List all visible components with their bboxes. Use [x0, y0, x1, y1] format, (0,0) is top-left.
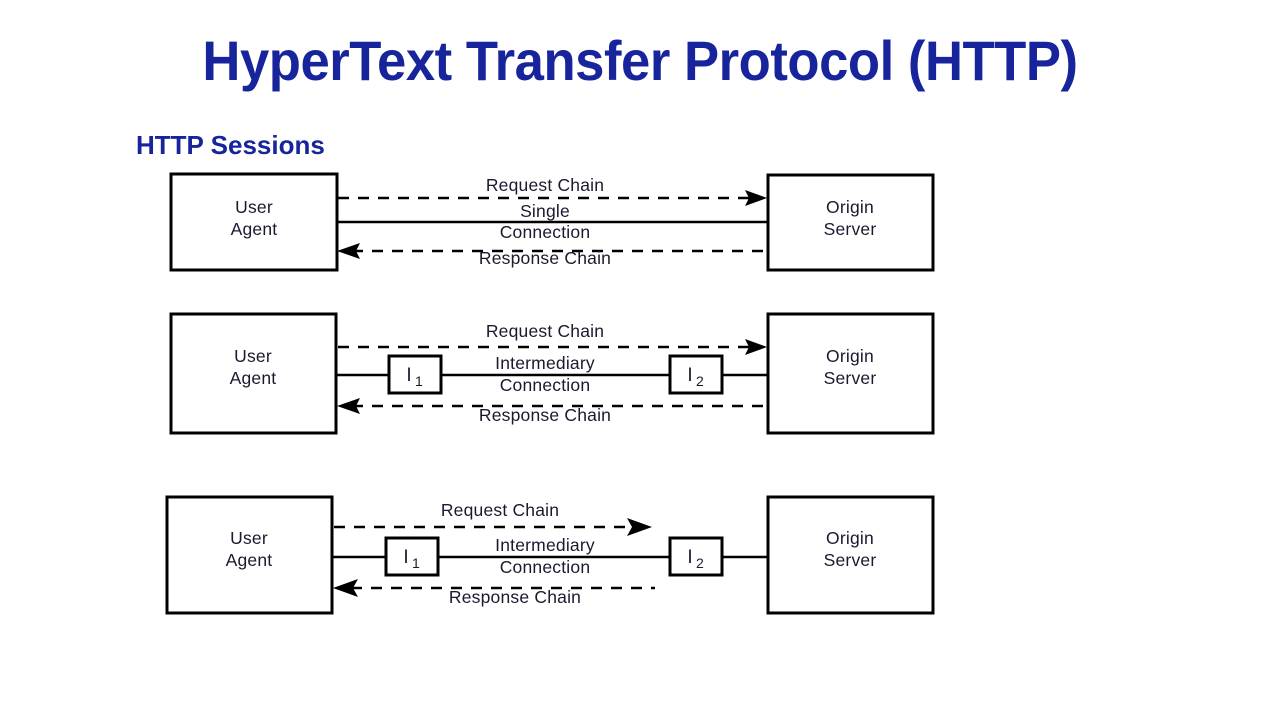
connection-label-line2: Connection [500, 375, 591, 395]
request-chain-label: Request Chain [441, 500, 559, 520]
origin-server-label-line1: Origin [826, 197, 874, 217]
diagram-intermediary-connection-partial: User Agent Origin Server Request Chain I… [155, 485, 945, 625]
intermediary-label-1: I [403, 547, 408, 568]
request-chain-label: Request Chain [486, 321, 604, 341]
intermediary-label-2: I [687, 365, 692, 386]
connection-label-line1: Intermediary [495, 353, 595, 373]
origin-server-label-line1: Origin [826, 346, 874, 366]
response-chain-label: Response Chain [479, 248, 611, 268]
intermediary-box-1 [384, 536, 440, 577]
intermediary-box-2 [668, 536, 724, 577]
user-agent-label-line1: User [235, 197, 273, 217]
response-chain-arrowhead [333, 579, 358, 597]
user-agent-label-line1: User [234, 346, 272, 366]
response-chain-label: Response Chain [479, 405, 611, 425]
user-agent-label-line2: Agent [226, 550, 273, 570]
origin-server-box [766, 312, 935, 435]
intermediary-box-1 [387, 354, 443, 395]
response-chain-arrowhead [337, 398, 360, 414]
origin-server-box [766, 173, 935, 272]
intermediary-subscript-2: 2 [696, 373, 704, 389]
request-chain-arrowhead [745, 339, 767, 355]
intermediary-box-2 [668, 354, 724, 395]
origin-server-label-line2: Server [824, 550, 877, 570]
connection-label-line2: Connection [500, 222, 591, 242]
diagram-single-connection: User Agent Origin Server Request Chain S… [160, 165, 950, 285]
intermediary-label-2: I [687, 547, 692, 568]
section-subtitle: HTTP Sessions [136, 130, 325, 160]
connection-label-line2: Connection [500, 557, 591, 577]
connection-label-line1: Single [520, 201, 570, 221]
origin-server-box [766, 495, 935, 615]
user-agent-label-line1: User [230, 528, 268, 548]
user-agent-label-line2: Agent [231, 219, 278, 239]
request-chain-label: Request Chain [486, 175, 604, 195]
origin-server-label-line1: Origin [826, 528, 874, 548]
origin-server-label-line2: Server [824, 368, 877, 388]
intermediary-label-1: I [406, 365, 411, 386]
request-chain-arrowhead [627, 518, 652, 536]
origin-server-label-line2: Server [824, 219, 877, 239]
intermediary-subscript-1: 1 [412, 555, 420, 571]
response-chain-arrowhead [337, 243, 360, 259]
intermediary-subscript-2: 2 [696, 555, 704, 571]
response-chain-label: Response Chain [449, 587, 581, 607]
user-agent-box [169, 172, 339, 272]
page-title: HyperText Transfer Protocol (HTTP) [202, 29, 1078, 92]
request-chain-arrowhead [745, 190, 767, 206]
user-agent-box [165, 495, 334, 615]
user-agent-label-line2: Agent [230, 368, 277, 388]
intermediary-subscript-1: 1 [415, 373, 423, 389]
connection-label-line1: Intermediary [495, 535, 595, 555]
diagram-intermediary-connection-full: User Agent Origin Server Request Chain I… [160, 305, 950, 445]
user-agent-box [169, 312, 338, 435]
